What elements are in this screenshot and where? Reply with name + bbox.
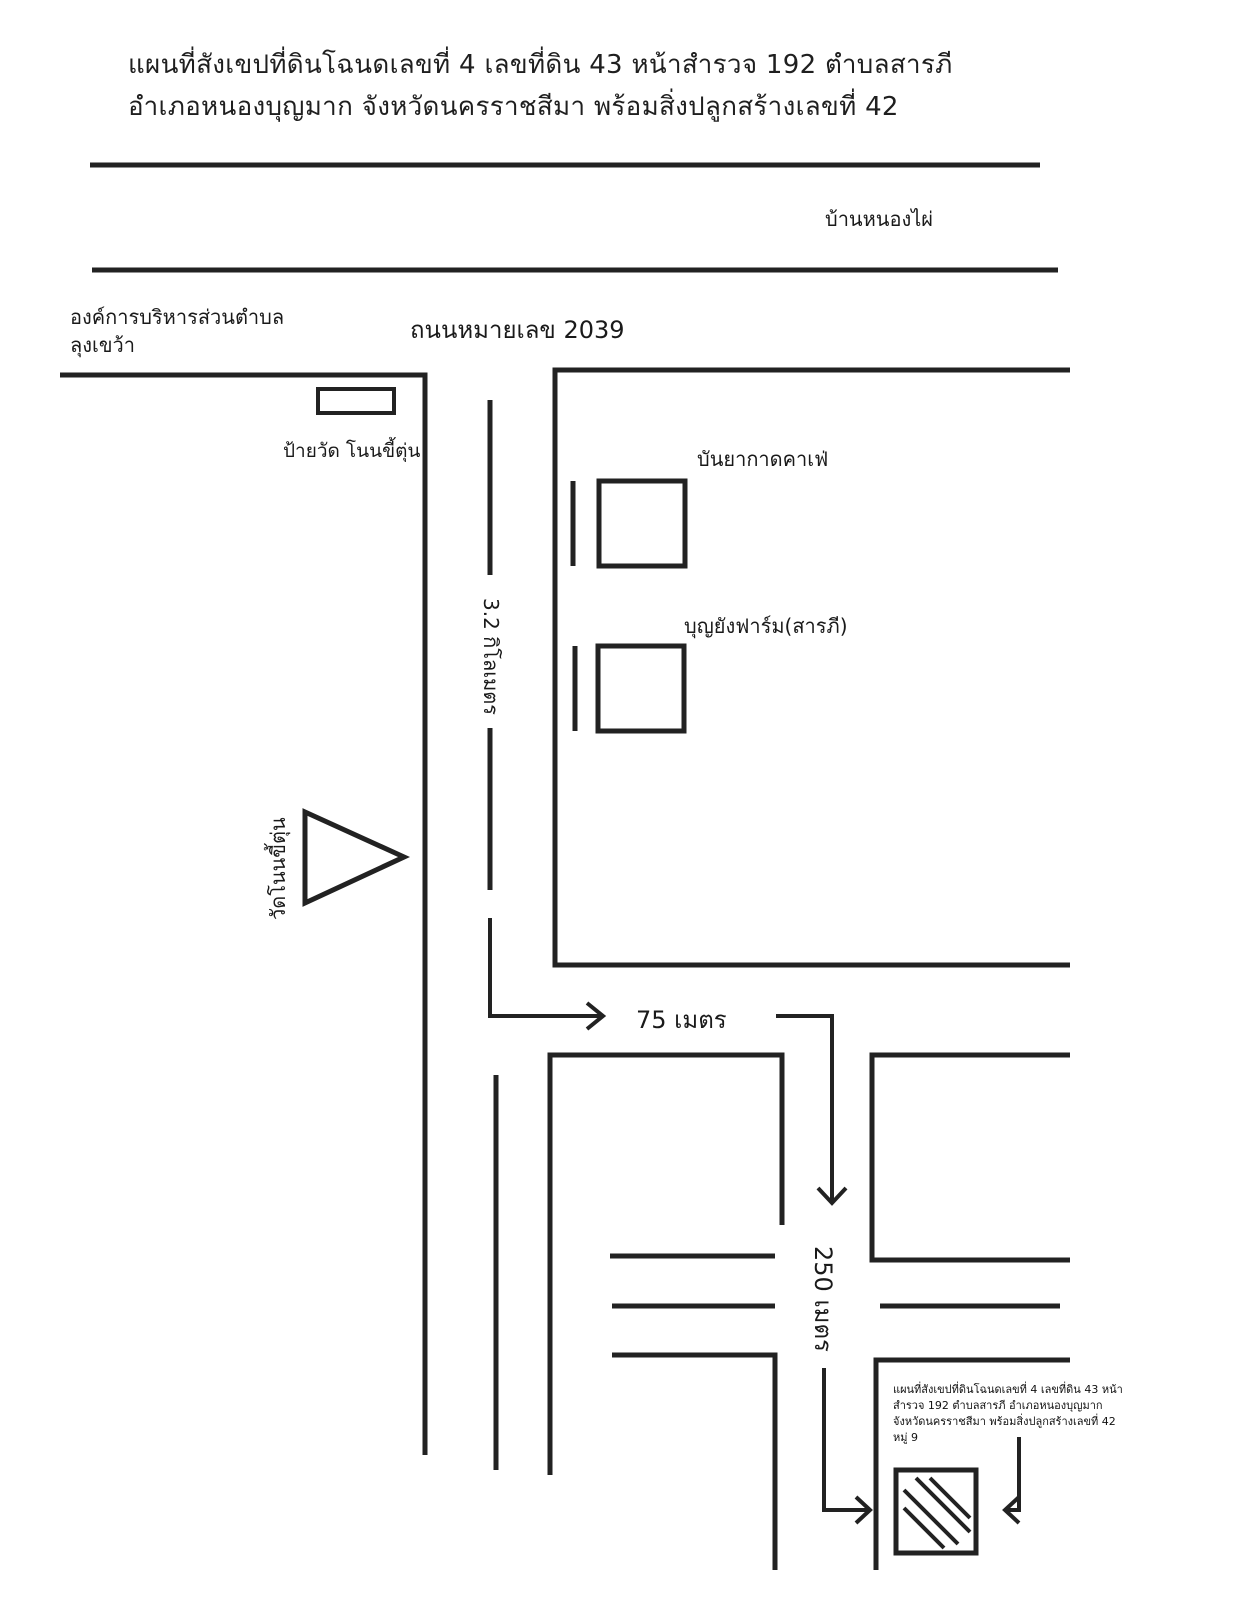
arrow-icon <box>854 1495 873 1525</box>
sao-label-line-2: ลุงเขว้า <box>70 333 135 357</box>
arrow-icon <box>822 1368 870 1512</box>
temple-label: วัดโนนขี้ตุ่น <box>266 817 290 920</box>
distance-third-label: 250 เมตร <box>809 1246 837 1352</box>
arrow-icon <box>776 1014 834 1203</box>
map-title: แผนที่สังเขปที่ดินโฉนดเลขที่ 4 เลขที่ดิน… <box>128 44 1128 128</box>
arrow-icon <box>816 1186 848 1206</box>
farm-label: บุญยังฟาร์ม(สารภี) <box>684 614 848 638</box>
sign-icon <box>316 387 396 415</box>
road-lower-right-block <box>869 1052 1070 1263</box>
sao-label-line-1: องค์การบริหารส่วนตำบล <box>70 305 285 329</box>
target-note: แผนที่สังเขปที่ดินโฉนดเลขที่ 4 เลขที่ดิน… <box>893 1383 1123 1444</box>
side-road-edge-2 <box>612 1352 778 1570</box>
road-main-left-edge <box>60 372 428 1455</box>
road-lower-left-block <box>547 1052 785 1475</box>
target-plot-icon <box>893 1467 979 1556</box>
arrow-icon <box>488 918 603 1018</box>
sao-label: องค์การบริหารส่วนตำบล ลุงเขว้า <box>70 303 284 359</box>
building-icon <box>595 643 687 734</box>
title-line-1: แผนที่สังเขปที่ดินโฉนดเลขที่ 4 เลขที่ดิน… <box>128 50 953 80</box>
arrow-icon <box>585 1001 607 1031</box>
village-label: บ้านหนองไผ่ <box>825 207 934 231</box>
building-icon <box>596 478 688 569</box>
road-main-right-edge-upper <box>552 367 1070 968</box>
temple-sign-label: ป้ายวัด โนนขี้ตุ่น <box>283 440 421 462</box>
distance-second-label: 75 เมตร <box>636 1006 727 1034</box>
arrow-icon <box>1002 1495 1021 1525</box>
cafe-label: บันยากาดคาเฟ่ <box>697 447 829 471</box>
distance-first-label: 3.2 กิโลเมตร <box>479 598 503 716</box>
temple-triangle-icon <box>302 808 410 907</box>
highway-label: ถนนหมายเลข 2039 <box>410 316 625 344</box>
road-plot-edge <box>873 1357 1070 1570</box>
title-line-2: อำเภอหนองบุญมาก จังหวัดนครราชสีมา พร้อมส… <box>128 92 899 122</box>
arrow-icon <box>1005 1437 1021 1512</box>
